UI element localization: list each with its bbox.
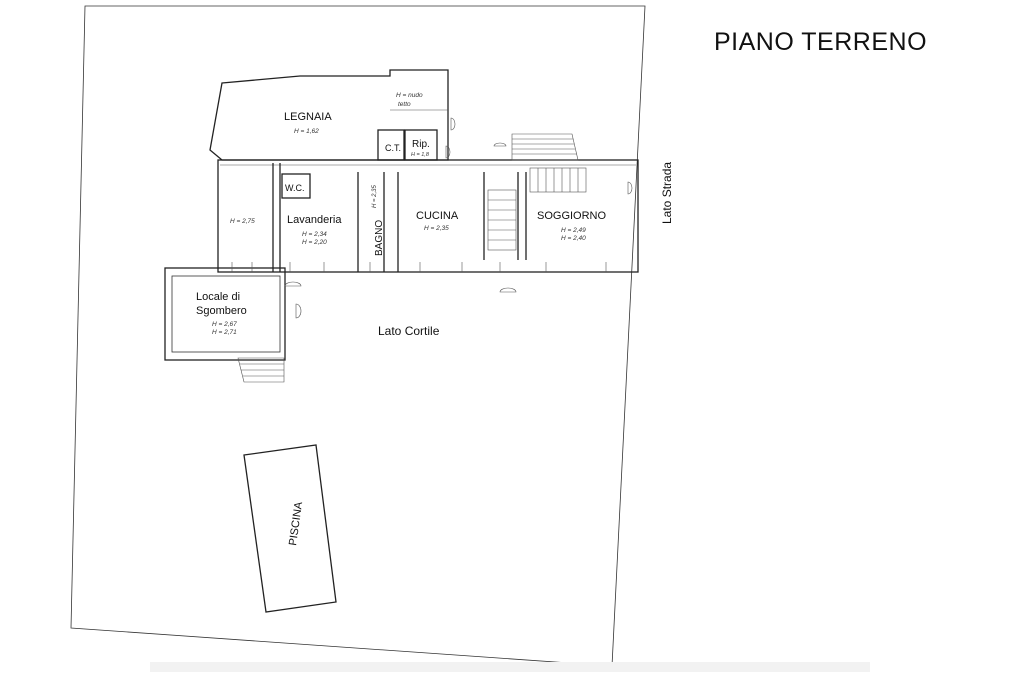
property-boundary xyxy=(70,5,646,667)
soggiorno-label: SOGGIORNO xyxy=(537,210,607,222)
legnaia-outline xyxy=(209,69,449,161)
piscina-outline xyxy=(243,444,337,613)
nudo-label: H = nudo xyxy=(396,92,423,99)
rip-label: Rip. xyxy=(412,139,430,150)
piscina-label: PISCINA xyxy=(287,501,305,547)
locale-height-1: H = 2,67 xyxy=(212,321,237,328)
lavanderia-label: Lavanderia xyxy=(287,214,342,226)
corner-staircase xyxy=(529,167,587,193)
soggiorno-height-1: H = 2,49 xyxy=(561,227,586,234)
tetto-label: tetto xyxy=(398,101,411,108)
page-title: PIANO TERRENO xyxy=(714,28,928,56)
wc-room xyxy=(281,173,311,199)
ct-label: C.T. xyxy=(385,143,401,153)
inner-staircase xyxy=(487,189,517,251)
bagno-height: H = 2,35 xyxy=(372,184,378,208)
lavanderia-height-2: H = 2,20 xyxy=(302,239,327,246)
door-symbols xyxy=(284,117,633,319)
legnaia-label: LEGNAIA xyxy=(284,111,332,123)
bagno-label: BAGNO xyxy=(374,220,385,256)
outside-stairs-top xyxy=(511,133,579,161)
store-height: H = 2,75 xyxy=(230,218,255,225)
locale-outer xyxy=(164,267,286,361)
outside-stairs-bottom xyxy=(237,357,285,383)
scan-shadow xyxy=(150,662,870,672)
cucina-label: CUCINA xyxy=(416,210,459,222)
cucina-height: H = 2,35 xyxy=(424,225,449,232)
main-block xyxy=(217,159,639,273)
locale-label-1: Locale di xyxy=(196,291,240,303)
legnaia-height: H = 1,62 xyxy=(294,128,319,135)
lato-cortile-label: Lato Cortile xyxy=(378,324,440,338)
lato-strada-label: Lato Strada xyxy=(660,162,674,224)
locale-label-2: Sgombero xyxy=(196,305,247,317)
wc-label: W.C. xyxy=(285,183,305,193)
locale-inner xyxy=(171,275,281,353)
rip-height: H = 1,8 xyxy=(411,152,430,158)
lavanderia-height-1: H = 2,34 xyxy=(302,231,327,238)
soggiorno-height-2: H = 2,40 xyxy=(561,235,586,242)
window-marks xyxy=(231,262,607,272)
locale-height-2: H = 2,71 xyxy=(212,329,237,336)
